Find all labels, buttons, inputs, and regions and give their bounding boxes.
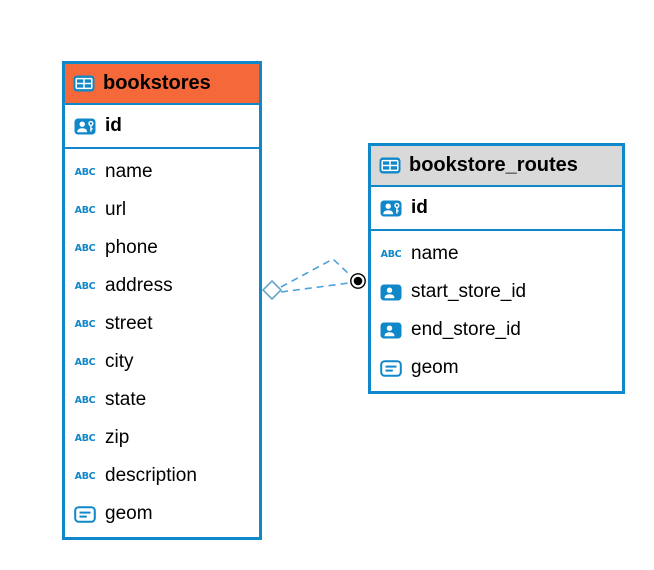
reference-icon — [379, 284, 403, 301]
field-name: description — [105, 465, 197, 486]
field-row[interactable]: ABC street — [65, 305, 259, 343]
reference-icon — [379, 322, 403, 339]
diamond-marker[interactable] — [261, 279, 283, 301]
field-row[interactable]: ABC description — [65, 457, 259, 495]
field-row[interactable]: ABC name — [65, 153, 259, 191]
relationship-line-upper[interactable] — [280, 258, 352, 288]
field-name: phone — [105, 237, 158, 258]
text-type-icon: ABC — [380, 248, 402, 260]
person-key-icon — [73, 118, 97, 135]
field-row[interactable]: geom — [65, 495, 259, 533]
relationship-line-lower[interactable] — [280, 282, 350, 293]
field-row[interactable]: ABC name — [371, 235, 622, 273]
field-name: street — [105, 313, 153, 334]
primary-key-row[interactable]: id — [65, 105, 259, 149]
dot-marker-ring — [350, 273, 366, 289]
field-row[interactable]: ABC state — [65, 381, 259, 419]
table-title: bookstores — [103, 72, 211, 94]
field-name: address — [105, 275, 173, 296]
field-name: city — [105, 351, 134, 372]
text-type-icon: ABC — [74, 242, 96, 254]
table-icon — [379, 157, 401, 174]
field-row[interactable]: ABC zip — [65, 419, 259, 457]
geometry-type-icon — [379, 360, 403, 377]
text-type-icon: ABC — [74, 356, 96, 368]
table-icon — [73, 75, 95, 92]
field-row[interactable]: geom — [371, 349, 622, 387]
field-row[interactable]: ABC address — [65, 267, 259, 305]
person-key-icon — [379, 200, 403, 217]
field-row[interactable]: ABC city — [65, 343, 259, 381]
field-name: start_store_id — [411, 281, 527, 302]
primary-key-row[interactable]: id — [371, 187, 622, 231]
field-name: id — [411, 197, 428, 218]
field-name: end_store_id — [411, 319, 521, 340]
field-list: ABC name ABC url ABC phone ABC address A… — [65, 149, 259, 537]
text-type-icon: ABC — [74, 432, 96, 444]
dot-marker[interactable] — [353, 276, 363, 286]
table-header[interactable]: bookstore_routes — [371, 146, 622, 187]
field-row[interactable]: ABC url — [65, 191, 259, 229]
table-title: bookstore_routes — [409, 154, 578, 176]
field-name: geom — [411, 357, 459, 378]
text-type-icon: ABC — [74, 280, 96, 292]
text-type-icon: ABC — [74, 394, 96, 406]
field-name: name — [411, 243, 459, 264]
field-name: name — [105, 161, 153, 182]
text-type-icon: ABC — [74, 204, 96, 216]
text-type-icon: ABC — [74, 166, 96, 178]
field-row[interactable]: end_store_id — [371, 311, 622, 349]
text-type-icon: ABC — [74, 318, 96, 330]
field-name: id — [105, 115, 122, 136]
field-name: geom — [105, 503, 153, 524]
text-type-icon: ABC — [74, 470, 96, 482]
field-name: state — [105, 389, 147, 410]
field-row[interactable]: ABC phone — [65, 229, 259, 267]
table-header[interactable]: bookstores — [65, 64, 259, 105]
field-row[interactable]: start_store_id — [371, 273, 622, 311]
field-name: zip — [105, 427, 130, 448]
table-bookstore-routes[interactable]: bookstore_routes id ABC name start_store… — [368, 143, 625, 394]
geometry-type-icon — [73, 506, 97, 523]
field-name: url — [105, 199, 127, 220]
field-list: ABC name start_store_id end_store_id geo… — [371, 231, 622, 391]
table-bookstores[interactable]: bookstores id ABC name ABC url ABC phone… — [62, 61, 262, 540]
